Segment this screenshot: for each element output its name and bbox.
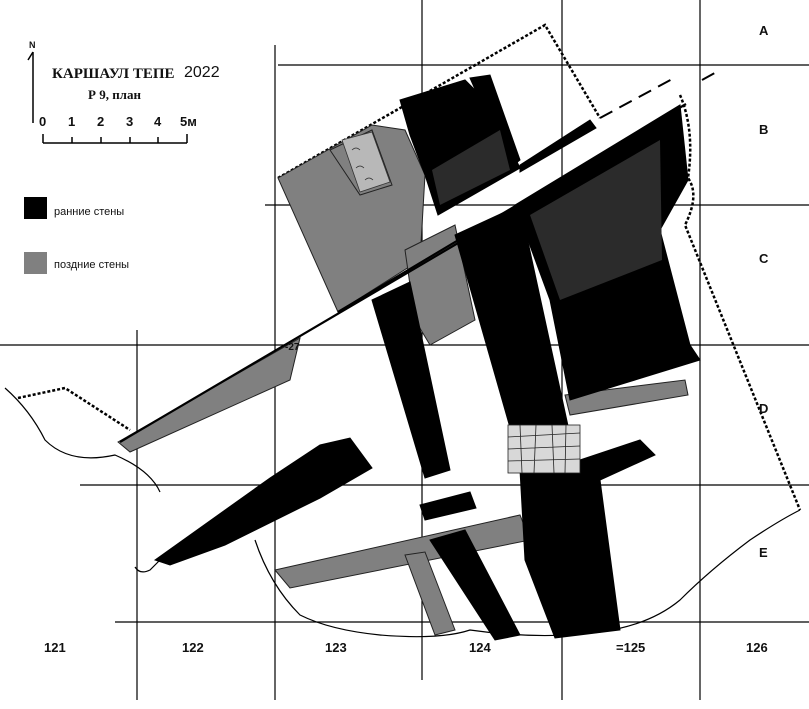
map-title: КАРШАУЛ ТЕПЕ [52, 66, 175, 82]
north-arrow-icon [27, 51, 34, 123]
grid-row-label-b: В [759, 122, 769, 137]
early-wall-shading [432, 130, 662, 300]
map-year: 2022 [184, 64, 220, 81]
map-subtitle: Р 9, план [88, 87, 141, 102]
legend-swatch-late [24, 252, 47, 274]
grid-col-label-121: 121 [44, 640, 66, 655]
scale-label-0: 0 [39, 114, 47, 129]
scale-label-1: 1 [68, 114, 76, 129]
legend-swatch-early [24, 197, 47, 219]
stone-block [507, 424, 581, 474]
grid-row-label-c: С [759, 251, 769, 266]
scale-label-3: 3 [126, 114, 134, 129]
grid-col-label-122: 122 [182, 640, 204, 655]
legend-label-early: ранние стены [54, 206, 125, 218]
grid-col-label-124: 124 [469, 640, 491, 655]
grid-row-label-e: Е [759, 545, 768, 560]
grid-row-label-d: D [759, 401, 769, 416]
site-outline [4, 387, 801, 638]
scale-label-4: 4 [154, 114, 162, 129]
grid-col-label-123: 123 [325, 640, 347, 655]
scale-bar [42, 134, 188, 144]
grid-row-label-a: А [759, 23, 769, 38]
legend-label-late: поздние стены [54, 259, 130, 271]
grid-col-label-126: 126 [746, 640, 768, 655]
diagonal-band [119, 103, 687, 443]
scale-label-2: 2 [97, 114, 105, 129]
late-wall-hatch [341, 131, 391, 193]
scale-label-5: 5м [180, 114, 197, 129]
north-label: N [29, 40, 36, 50]
point-mark-label: -27 [285, 342, 300, 353]
dashed-borders [17, 23, 802, 511]
dashed-extension [599, 69, 721, 119]
grid-col-label-125: =125 [616, 640, 646, 655]
